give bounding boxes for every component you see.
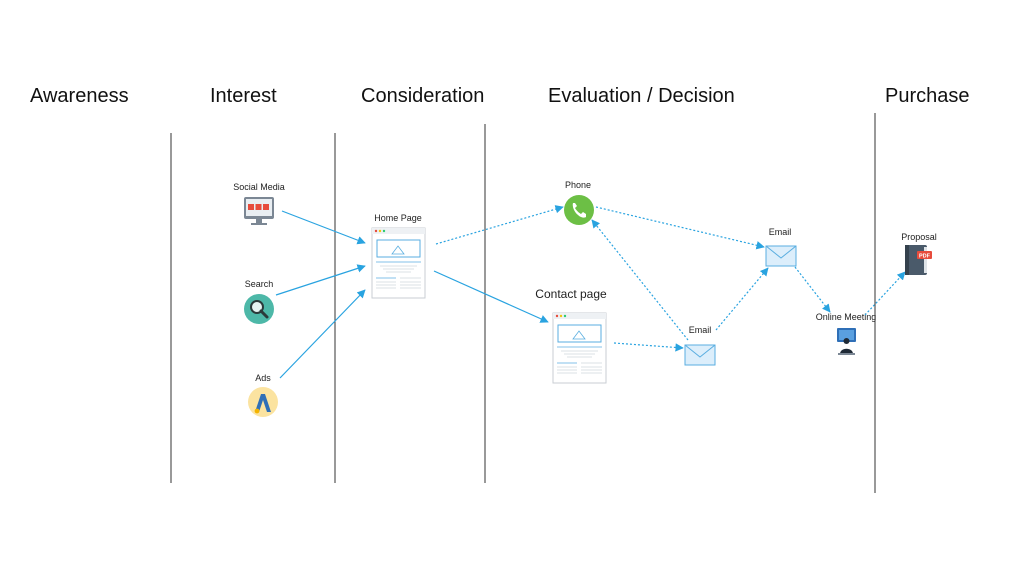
magnifier-icon [244, 294, 274, 324]
social-media-monitor-icon [244, 197, 274, 225]
arrow-email-upper-to-meeting [794, 266, 831, 313]
arrow-home-to-phone [435, 205, 564, 245]
label-social-media: Social Media [233, 182, 285, 192]
webpage-icon-contact [552, 312, 607, 384]
arrow-meeting-to-proposal [864, 271, 906, 316]
arrow-ads-to-home [279, 289, 366, 379]
stage-consideration: Consideration [361, 85, 485, 107]
stage-evaluation: Evaluation / Decision [548, 85, 735, 107]
envelope-icon-lower [684, 344, 716, 366]
adwords-icon [248, 387, 278, 417]
label-proposal: Proposal [901, 232, 937, 242]
label-email-lower: Email [688, 325, 712, 335]
label-contact-page: Contact page [535, 287, 607, 301]
pdf-document-icon [905, 245, 932, 275]
envelope-icon-upper [765, 245, 797, 267]
label-ads: Ads [255, 373, 271, 383]
label-online-meeting: Online Meeting [815, 312, 877, 322]
arrow-phone-to-email-upper [595, 206, 765, 250]
label-email-upper: Email [768, 227, 792, 237]
pdf-badge-text: PDF [919, 254, 931, 260]
arrow-contact-to-email-lower [613, 342, 684, 352]
video-meeting-icon [837, 328, 856, 355]
phone-icon [564, 195, 594, 225]
stage-interest: Interest [210, 85, 277, 107]
stage-purchase: Purchase [885, 85, 970, 107]
label-search: Search [244, 279, 274, 289]
label-phone: Phone [564, 180, 592, 190]
arrow-social-to-home [281, 210, 366, 245]
label-home-page: Home Page [374, 213, 422, 223]
arrow-home-to-contact [433, 270, 549, 323]
arrow-email-lower-to-email-upper [715, 267, 769, 331]
stage-awareness: Awareness [30, 85, 129, 107]
arrow-email-lower-to-phone [591, 219, 689, 341]
webpage-icon-home [371, 227, 426, 299]
arrow-search-to-home [275, 264, 366, 296]
